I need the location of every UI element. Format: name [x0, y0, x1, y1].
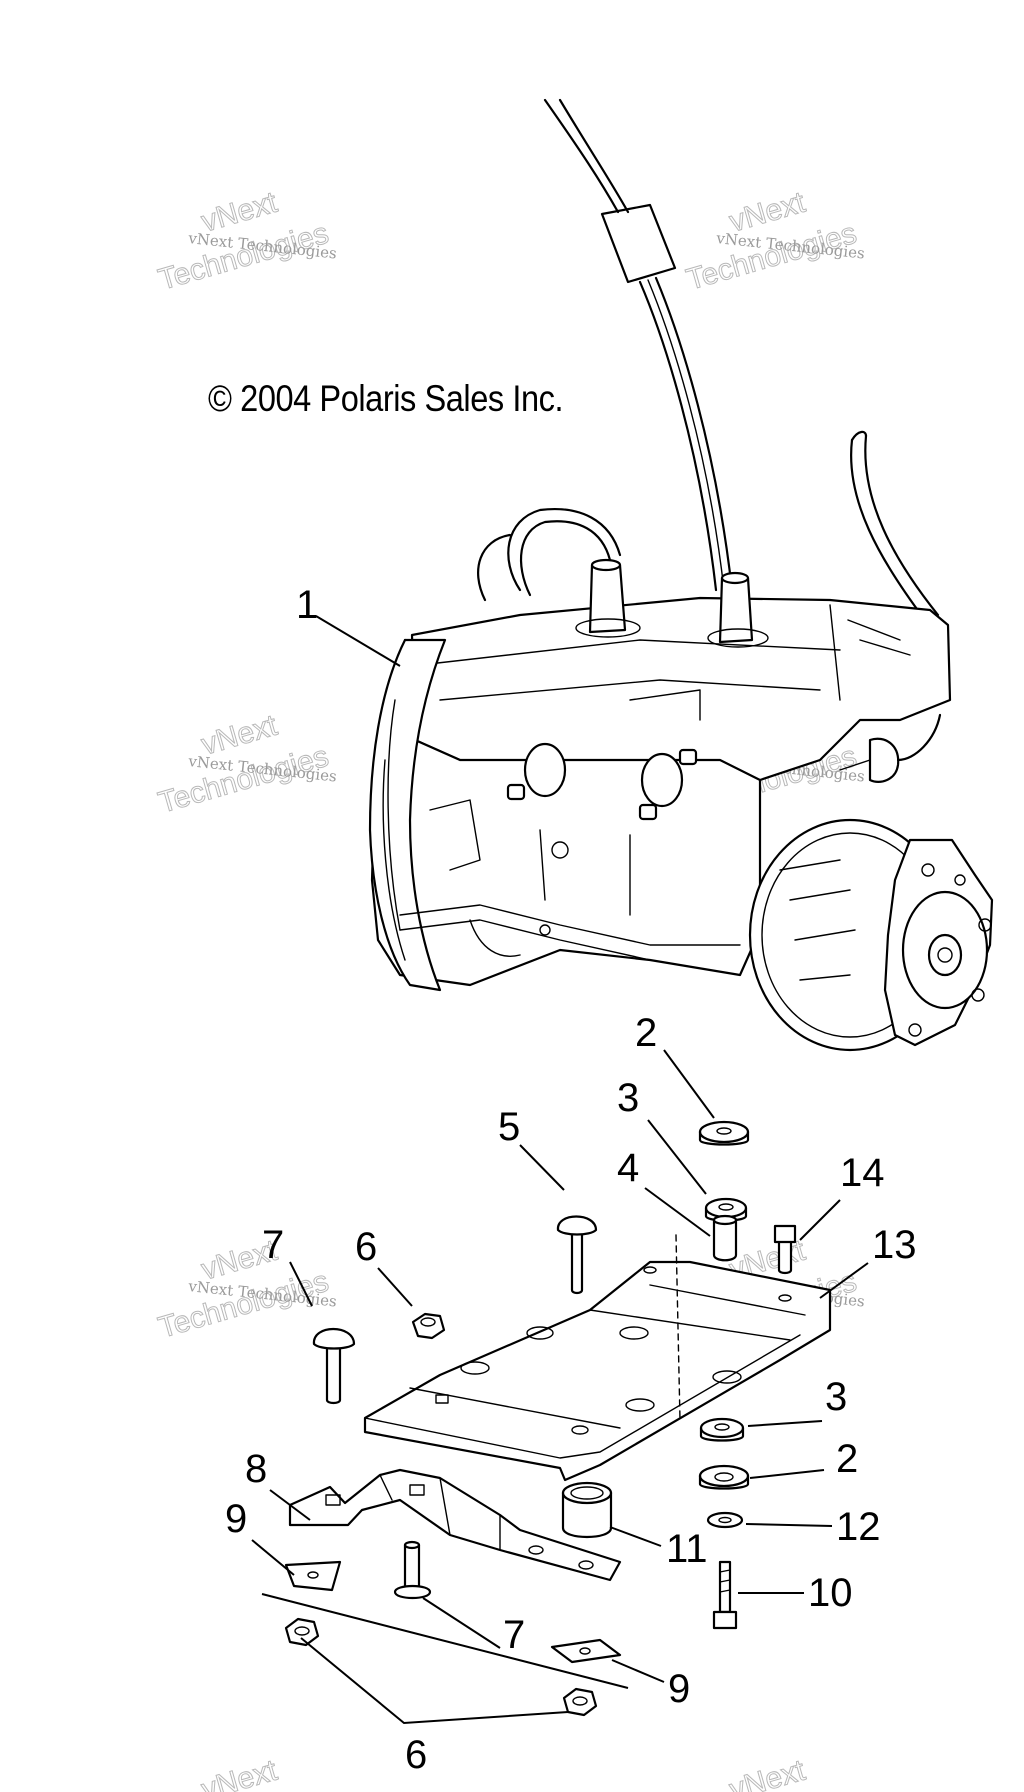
callout-9: 9 [225, 1497, 247, 1541]
callout-4: 4 [617, 1146, 639, 1190]
callout-6: 6 [355, 1225, 377, 1269]
callout-1: 1 [296, 583, 318, 627]
part-4-sleeve [712, 1214, 738, 1262]
part-10-bolt [712, 1560, 738, 1630]
watermark-top-left: vNext Technologies vNext Technologies [154, 185, 337, 297]
watermark-lower-left: vNext Technologies vNext Technologies [154, 1233, 337, 1345]
callout-7: 7 [503, 1613, 525, 1657]
part-6-nut-lower-left [284, 1617, 320, 1647]
callout-10: 10 [808, 1571, 853, 1615]
leader-lines [251, 615, 869, 1725]
callout-2: 2 [836, 1437, 858, 1481]
callout-3: 3 [617, 1076, 639, 1120]
callout-9: 9 [668, 1667, 690, 1711]
part-8-bracket [288, 1468, 622, 1582]
part-12-washer [706, 1511, 744, 1529]
part-2-cushion-top [698, 1120, 750, 1146]
watermark-bottom-right: vNext vNext Technologies [725, 1753, 809, 1792]
callout-3: 3 [825, 1375, 847, 1419]
engine-assembly [368, 508, 952, 992]
part-9-plate-right [550, 1638, 622, 1664]
part-7-bolt-upper [312, 1327, 356, 1405]
callout-5: 5 [498, 1105, 520, 1149]
watermark-text: vNext [198, 1754, 281, 1792]
reference-line [261, 1593, 629, 1689]
part-11-bushing [561, 1481, 613, 1538]
callout-2: 2 [635, 1011, 657, 1055]
part-13-plate [363, 1234, 832, 1482]
callout-14: 14 [840, 1151, 885, 1195]
part-6-nut-lower-right [562, 1687, 598, 1717]
watermark-mid-left: vNext Technologies vNext Technologies [154, 708, 337, 820]
copyright-notice: © 2004 Polaris Sales Inc. [208, 378, 564, 419]
drive-clutch [748, 818, 994, 1052]
part-5-bolt [556, 1215, 598, 1295]
callout-8: 8 [245, 1447, 267, 1491]
part-6-nut-upper [411, 1312, 446, 1340]
watermark-bottom-left: vNext vNext Technologies [197, 1753, 281, 1792]
callout-13: 13 [872, 1223, 917, 1267]
part-14-bolt [773, 1224, 797, 1275]
callout-6: 6 [405, 1733, 427, 1777]
part-7-bolt-lower [393, 1540, 432, 1600]
watermark-top-right: vNext Technologies vNext Technologies [682, 185, 865, 297]
part-9-plate-left [284, 1560, 342, 1592]
callout-7: 7 [262, 1223, 284, 1267]
watermark-text: vNext [726, 1754, 809, 1792]
callout-11: 11 [666, 1527, 708, 1571]
part-3-washer-lower [699, 1417, 745, 1442]
throttle-cable [543, 98, 734, 592]
part-2-cushion-lower [698, 1464, 750, 1490]
callout-12: 12 [836, 1505, 881, 1549]
callout-numbers: 1 2 3 4 5 14 7 6 13 3 2 8 12 9 11 10 7 9… [225, 583, 917, 1777]
choke-cable [850, 430, 940, 622]
